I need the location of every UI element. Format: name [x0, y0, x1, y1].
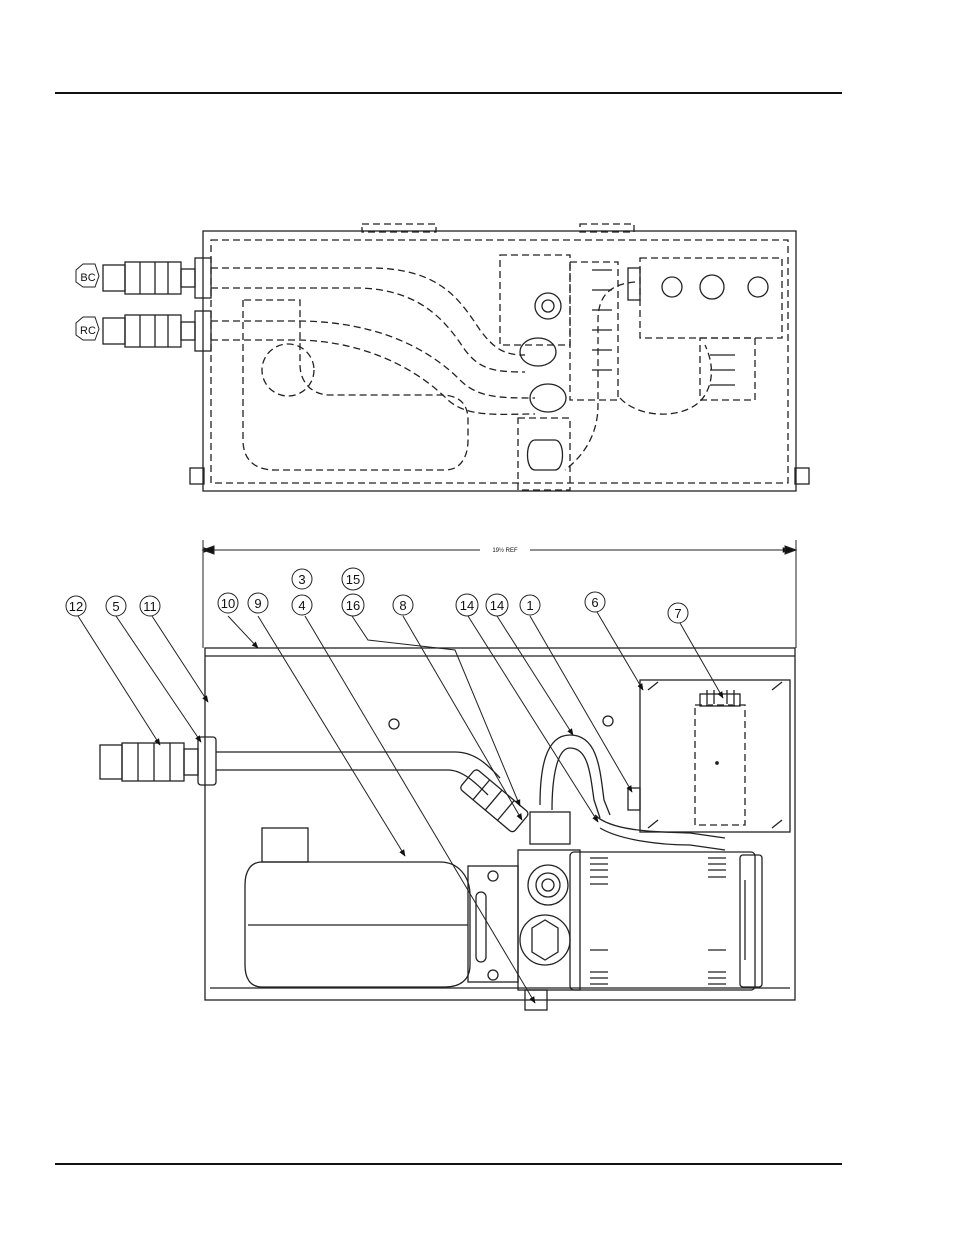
svg-text:8: 8	[399, 598, 406, 613]
svg-text:14: 14	[490, 598, 504, 613]
svg-text:12: 12	[69, 599, 83, 614]
front-view-port-fitting	[100, 737, 216, 785]
callout-balloon-8: 8	[393, 595, 413, 615]
callout-balloon-16: 16	[342, 594, 364, 616]
svg-text:11: 11	[143, 599, 157, 614]
rc-label: RC	[76, 317, 99, 340]
motor-vents	[590, 858, 726, 984]
callouts	[78, 612, 723, 1003]
svg-text:6: 6	[591, 595, 598, 610]
svg-text:10: 10	[221, 596, 235, 611]
top-view-enclosure	[203, 231, 796, 491]
callout-balloon-1: 1	[520, 595, 540, 615]
front-view	[100, 648, 795, 1010]
front-view-reservoir	[245, 828, 518, 987]
callout-balloon-7: 7	[668, 603, 688, 623]
svg-text:RC: RC	[80, 325, 96, 337]
svg-text:15: 15	[346, 572, 360, 587]
svg-text:4: 4	[298, 598, 305, 613]
svg-text:BC: BC	[80, 272, 95, 284]
top-view-electrical-box	[640, 258, 782, 338]
callout-balloon-14b: 14	[486, 594, 508, 616]
svg-text:1: 1	[526, 598, 533, 613]
front-view-electrical-box	[628, 680, 790, 832]
top-view	[103, 224, 809, 491]
rc-fitting	[103, 311, 211, 351]
callout-balloon-15: 15	[342, 568, 364, 590]
callout-balloon-10: 10	[218, 593, 238, 613]
svg-text:9: 9	[254, 596, 261, 611]
bc-label: BC	[76, 264, 99, 287]
bc-fitting	[103, 258, 211, 298]
callout-balloon-9: 9	[248, 593, 268, 613]
callout-balloon-14a: 14	[456, 594, 478, 616]
front-view-motor	[570, 852, 755, 990]
svg-text:14: 14	[460, 598, 474, 613]
callout-balloon-11: 11	[140, 596, 160, 616]
svg-text:16: 16	[346, 598, 360, 613]
callout-balloon-12: 12	[66, 596, 86, 616]
callout-balloon-6: 6	[585, 592, 605, 612]
callout-balloon-3: 3	[292, 569, 312, 589]
dimension-label: 19½ REF	[492, 547, 518, 554]
callout-balloon-4: 4	[292, 595, 312, 615]
callout-balloon-5: 5	[106, 596, 126, 616]
svg-text:3: 3	[298, 572, 305, 587]
svg-text:7: 7	[674, 606, 681, 621]
svg-text:5: 5	[112, 599, 119, 614]
